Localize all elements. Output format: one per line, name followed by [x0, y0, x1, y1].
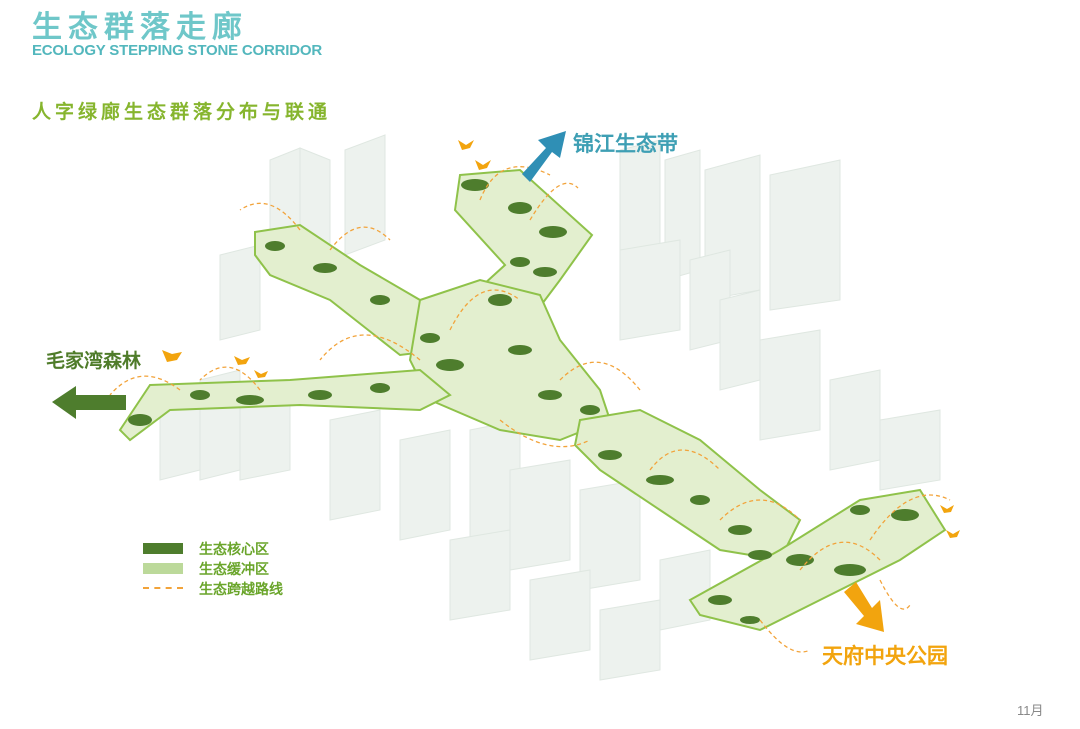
- legend-label-route: 生态跨越路线: [199, 579, 283, 599]
- page-title-english: ECOLOGY STEPPING STONE CORRIDOR: [32, 42, 322, 59]
- page-subtitle: 人字绿廊生态群落分布与联通: [32, 97, 331, 124]
- core-swatch: [143, 543, 183, 554]
- jinjiang-direction-arrow: [522, 131, 566, 182]
- maojiawan-direction-arrow: [52, 386, 126, 419]
- route-swatch: [143, 587, 183, 589]
- legend-label-buffer: 生态缓冲区: [199, 559, 269, 579]
- month-label: 11月: [1017, 700, 1044, 719]
- maojiawan-label: 毛家湾森林: [46, 346, 141, 373]
- jinjiang-label: 锦江生态带: [573, 128, 678, 158]
- tianfu-label: 天府中央公园: [822, 640, 948, 670]
- central-node-buffer: [410, 280, 610, 440]
- legend-label-core: 生态核心区: [199, 539, 269, 559]
- buffer-swatch: [143, 563, 183, 574]
- page-title: 生态群落走廊: [32, 2, 248, 46]
- tianfu-direction-arrow: [844, 582, 884, 632]
